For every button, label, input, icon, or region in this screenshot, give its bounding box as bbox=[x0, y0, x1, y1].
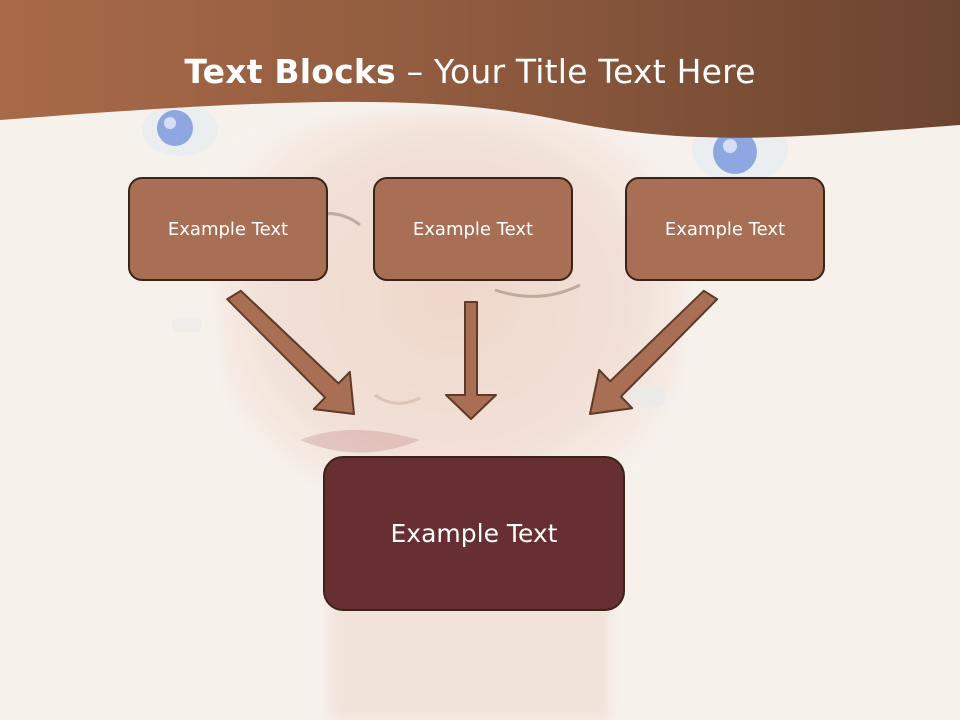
slide-title: Text Blocks – Your Title Text Here bbox=[0, 52, 940, 91]
text-block-1[interactable]: Example Text bbox=[128, 177, 328, 281]
curler-left bbox=[142, 104, 218, 156]
text-block-3[interactable]: Example Text bbox=[625, 177, 825, 281]
text-block-1-label: Example Text bbox=[167, 218, 289, 240]
arrow-middle bbox=[445, 301, 497, 420]
curler-lower-left bbox=[172, 318, 202, 332]
header-band bbox=[0, 0, 960, 138]
title-rest: – Your Title Text Here bbox=[395, 52, 756, 91]
curler-lower-right bbox=[630, 385, 665, 407]
text-block-result[interactable]: Example Text bbox=[323, 456, 625, 611]
text-block-3-label: Example Text bbox=[664, 218, 786, 240]
text-block-2-label: Example Text bbox=[412, 218, 534, 240]
title-bold: Text Blocks bbox=[184, 52, 396, 91]
arrow-left bbox=[226, 289, 355, 415]
face-features bbox=[299, 212, 581, 453]
arrow-right bbox=[589, 289, 719, 415]
text-block-2[interactable]: Example Text bbox=[373, 177, 573, 281]
text-block-result-label: Example Text bbox=[390, 519, 558, 548]
